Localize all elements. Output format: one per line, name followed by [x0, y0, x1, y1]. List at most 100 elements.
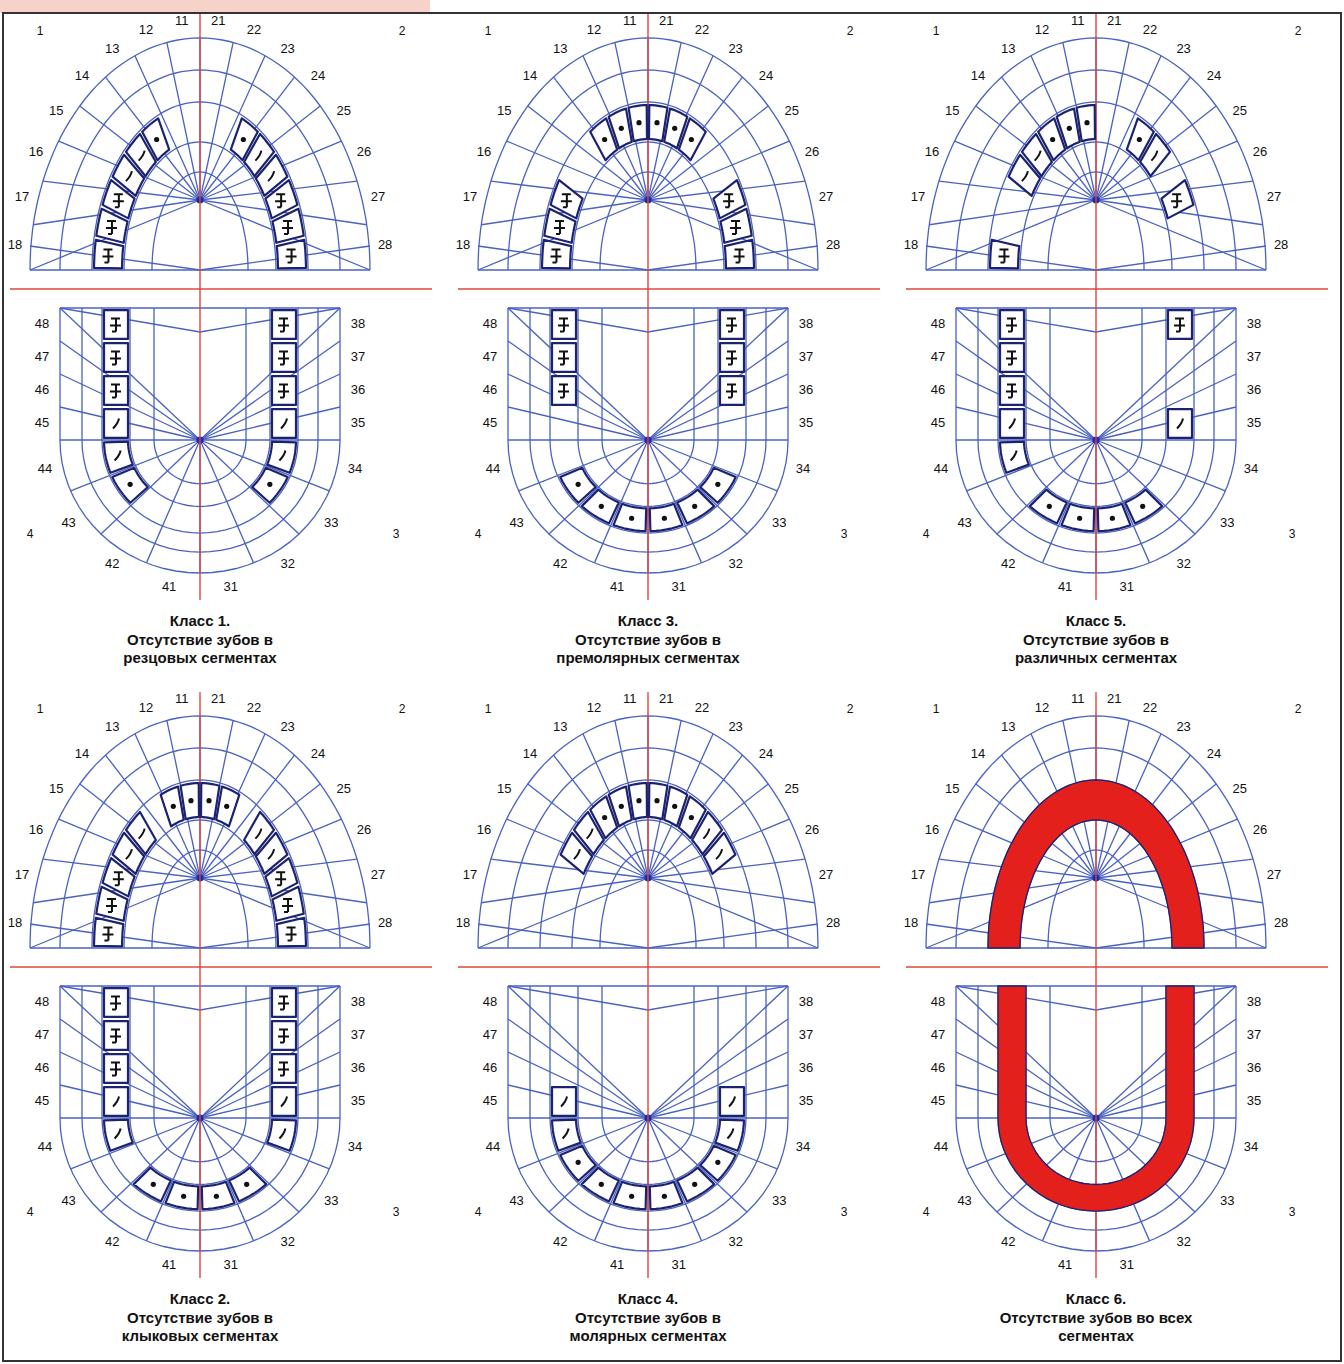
tooth-number: 36	[798, 383, 814, 398]
lower-spoke	[997, 440, 1096, 534]
incisor-mark	[154, 137, 159, 142]
tooth-outline	[650, 1182, 683, 1209]
tooth-number: 13	[552, 42, 568, 57]
tooth-number: 42	[552, 1235, 568, 1250]
upper-spoke	[478, 878, 648, 948]
quadrant-number: 2	[398, 25, 407, 39]
tooth-number: 11	[1070, 14, 1086, 29]
tooth-number: 44	[933, 1140, 949, 1155]
tooth-number: 28	[377, 238, 393, 253]
tooth-number: 32	[1176, 557, 1192, 572]
tooth-outline	[272, 1021, 296, 1050]
tooth-outline	[94, 240, 123, 269]
lower-spoke	[508, 439, 648, 440]
quadrant-number: 4	[474, 528, 483, 542]
tooth-outline	[104, 376, 128, 405]
upper-spoke	[1096, 56, 1161, 200]
upper-spoke	[167, 42, 200, 200]
incisor-mark	[636, 120, 641, 125]
premolar-mark	[574, 849, 580, 859]
tooth-number: 25	[336, 104, 352, 119]
incisor-mark	[214, 1194, 219, 1199]
lower-spoke	[146, 440, 200, 563]
tooth-outline	[229, 1168, 266, 1202]
tooth-number: 34	[795, 462, 811, 477]
tooth-number: 35	[350, 416, 366, 431]
tooth-number: 47	[930, 1028, 946, 1043]
tooth-number: 12	[586, 23, 602, 38]
tooth-number: 41	[161, 1258, 177, 1273]
premolar-mark	[255, 151, 261, 161]
tooth-number: 23	[279, 42, 295, 57]
molar-mark	[278, 997, 289, 1010]
premolar-mark	[727, 1129, 733, 1139]
molar-mark	[1006, 352, 1017, 365]
tooth-number: 23	[1175, 42, 1191, 57]
tooth-number: 36	[798, 1061, 814, 1076]
molar-mark	[1006, 319, 1017, 332]
quadrant-number: 3	[840, 528, 849, 542]
tooth-number: 11	[622, 14, 638, 29]
tooth-outline	[104, 1087, 128, 1116]
premolar-mark	[1177, 419, 1183, 429]
molar-mark	[1174, 319, 1185, 332]
tooth-number: 46	[482, 1061, 498, 1076]
tooth-outline	[1062, 504, 1095, 531]
tooth-number: 27	[370, 868, 386, 883]
tooth-number: 26	[804, 145, 820, 160]
incisor-mark	[629, 1194, 634, 1199]
upper-spoke	[481, 878, 648, 903]
tooth-number: 48	[482, 317, 498, 332]
tooth-number: 27	[818, 868, 834, 883]
premolar-mark	[115, 1129, 121, 1139]
tooth-outline	[614, 1182, 647, 1209]
lower-spoke	[956, 439, 1096, 440]
incisor-mark	[1084, 120, 1089, 125]
tooth-number: 35	[798, 1094, 814, 1109]
molar-mark	[110, 1063, 121, 1076]
tooth-number: 34	[347, 462, 363, 477]
lower-spoke	[508, 1052, 648, 1118]
premolar-mark	[281, 419, 287, 429]
tooth-outline	[1000, 343, 1024, 372]
tooth-number: 16	[476, 823, 492, 838]
upper-spoke	[648, 77, 742, 200]
tooth-number: 45	[930, 416, 946, 431]
dental-chart	[906, 14, 1328, 600]
tooth-number: 48	[482, 995, 498, 1010]
tooth-number: 42	[1000, 557, 1016, 572]
premolar-mark	[561, 1097, 567, 1107]
incisor-mark	[602, 137, 607, 142]
molar-mark	[275, 194, 286, 207]
midline-axis	[199, 14, 200, 600]
tooth-number: 12	[138, 701, 154, 716]
tooth-number: 31	[671, 1258, 687, 1273]
tooth-outline	[679, 118, 706, 160]
frame	[3, 13, 1341, 1361]
tooth-number: 18	[7, 238, 23, 253]
lower-spoke	[200, 1118, 329, 1169]
premolar-mark	[279, 1129, 285, 1139]
class-description: Отсутствие зубов в резцовых сегментах	[100, 631, 300, 667]
premolar-mark	[279, 451, 285, 461]
tooth-number: 31	[223, 1258, 239, 1273]
quadrant-number: 3	[1288, 528, 1297, 542]
tooth-outline	[552, 1120, 581, 1151]
class-heading: Класс 5.	[1065, 612, 1127, 629]
tooth-outline	[1077, 105, 1095, 141]
occlusal-axis	[10, 288, 432, 289]
premolar-mark	[1022, 171, 1028, 181]
incisor-mark	[602, 815, 607, 820]
quadrant-number: 1	[932, 25, 941, 39]
tooth-number: 16	[28, 145, 44, 160]
tooth-number: 18	[903, 916, 919, 931]
tooth-outline	[104, 409, 128, 438]
upper-spoke	[583, 56, 648, 200]
quadrant-number: 3	[1288, 1206, 1297, 1220]
incisor-mark	[689, 137, 694, 142]
molar-mark	[558, 352, 569, 365]
tooth-number: 15	[944, 782, 960, 797]
lower-spoke	[508, 374, 648, 440]
lower-spoke	[1096, 341, 1236, 440]
tooth-number: 26	[804, 823, 820, 838]
